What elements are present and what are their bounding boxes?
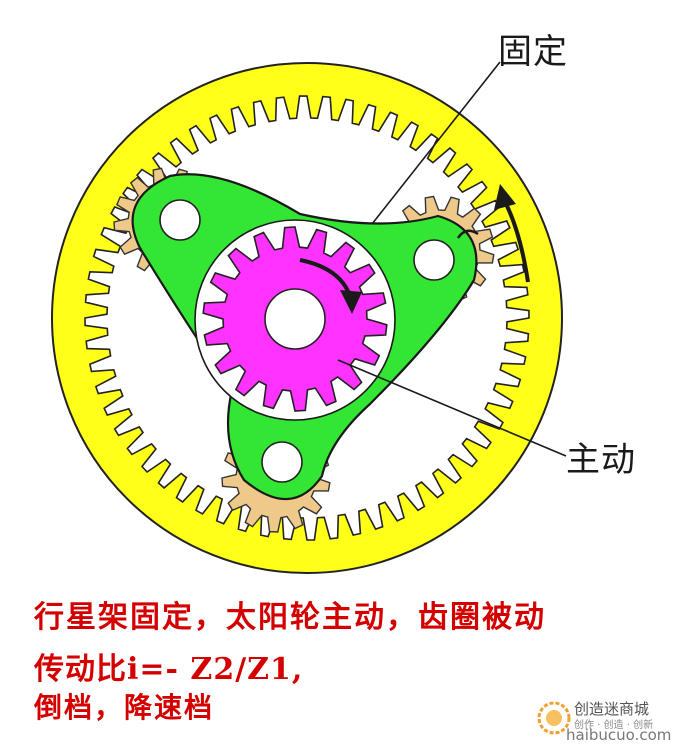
planetary-gear-diagram <box>51 61 567 574</box>
label-fixed: 固定 <box>498 32 568 72</box>
watermark-logo-icon <box>537 701 571 735</box>
watermark-domain: haibucuo.com <box>566 726 672 744</box>
leader-line-fixed <box>371 61 501 225</box>
sun-rotation-arrowhead-icon <box>340 290 362 314</box>
ring-rotation-arrowhead-icon <box>494 184 516 210</box>
watermark-subtitle: 创作 · 创造 · 创新 <box>574 720 654 731</box>
carrier-pin-hole-right <box>413 239 455 281</box>
watermark: 创造迷商城 创作 · 创造 · 创新 haibucuo.com <box>536 694 680 746</box>
planet-rotation-arrow-icon <box>457 229 479 239</box>
watermark-brand: 创造迷商城 <box>574 700 650 718</box>
caption-line-1: 行星架固定，太阳轮主动，齿圈被动 <box>34 600 546 635</box>
caption-line-2: 传动比i=- Z2/Z1, <box>34 652 304 687</box>
leader-line-driving <box>337 359 567 457</box>
carrier-pin-hole-top-left <box>159 199 201 241</box>
caption-line-3: 倒档，降速档 <box>34 691 215 724</box>
label-driving: 主动 <box>566 440 636 480</box>
sun-gear-hole <box>264 288 326 350</box>
carrier-pin-hole-bottom <box>261 441 303 483</box>
